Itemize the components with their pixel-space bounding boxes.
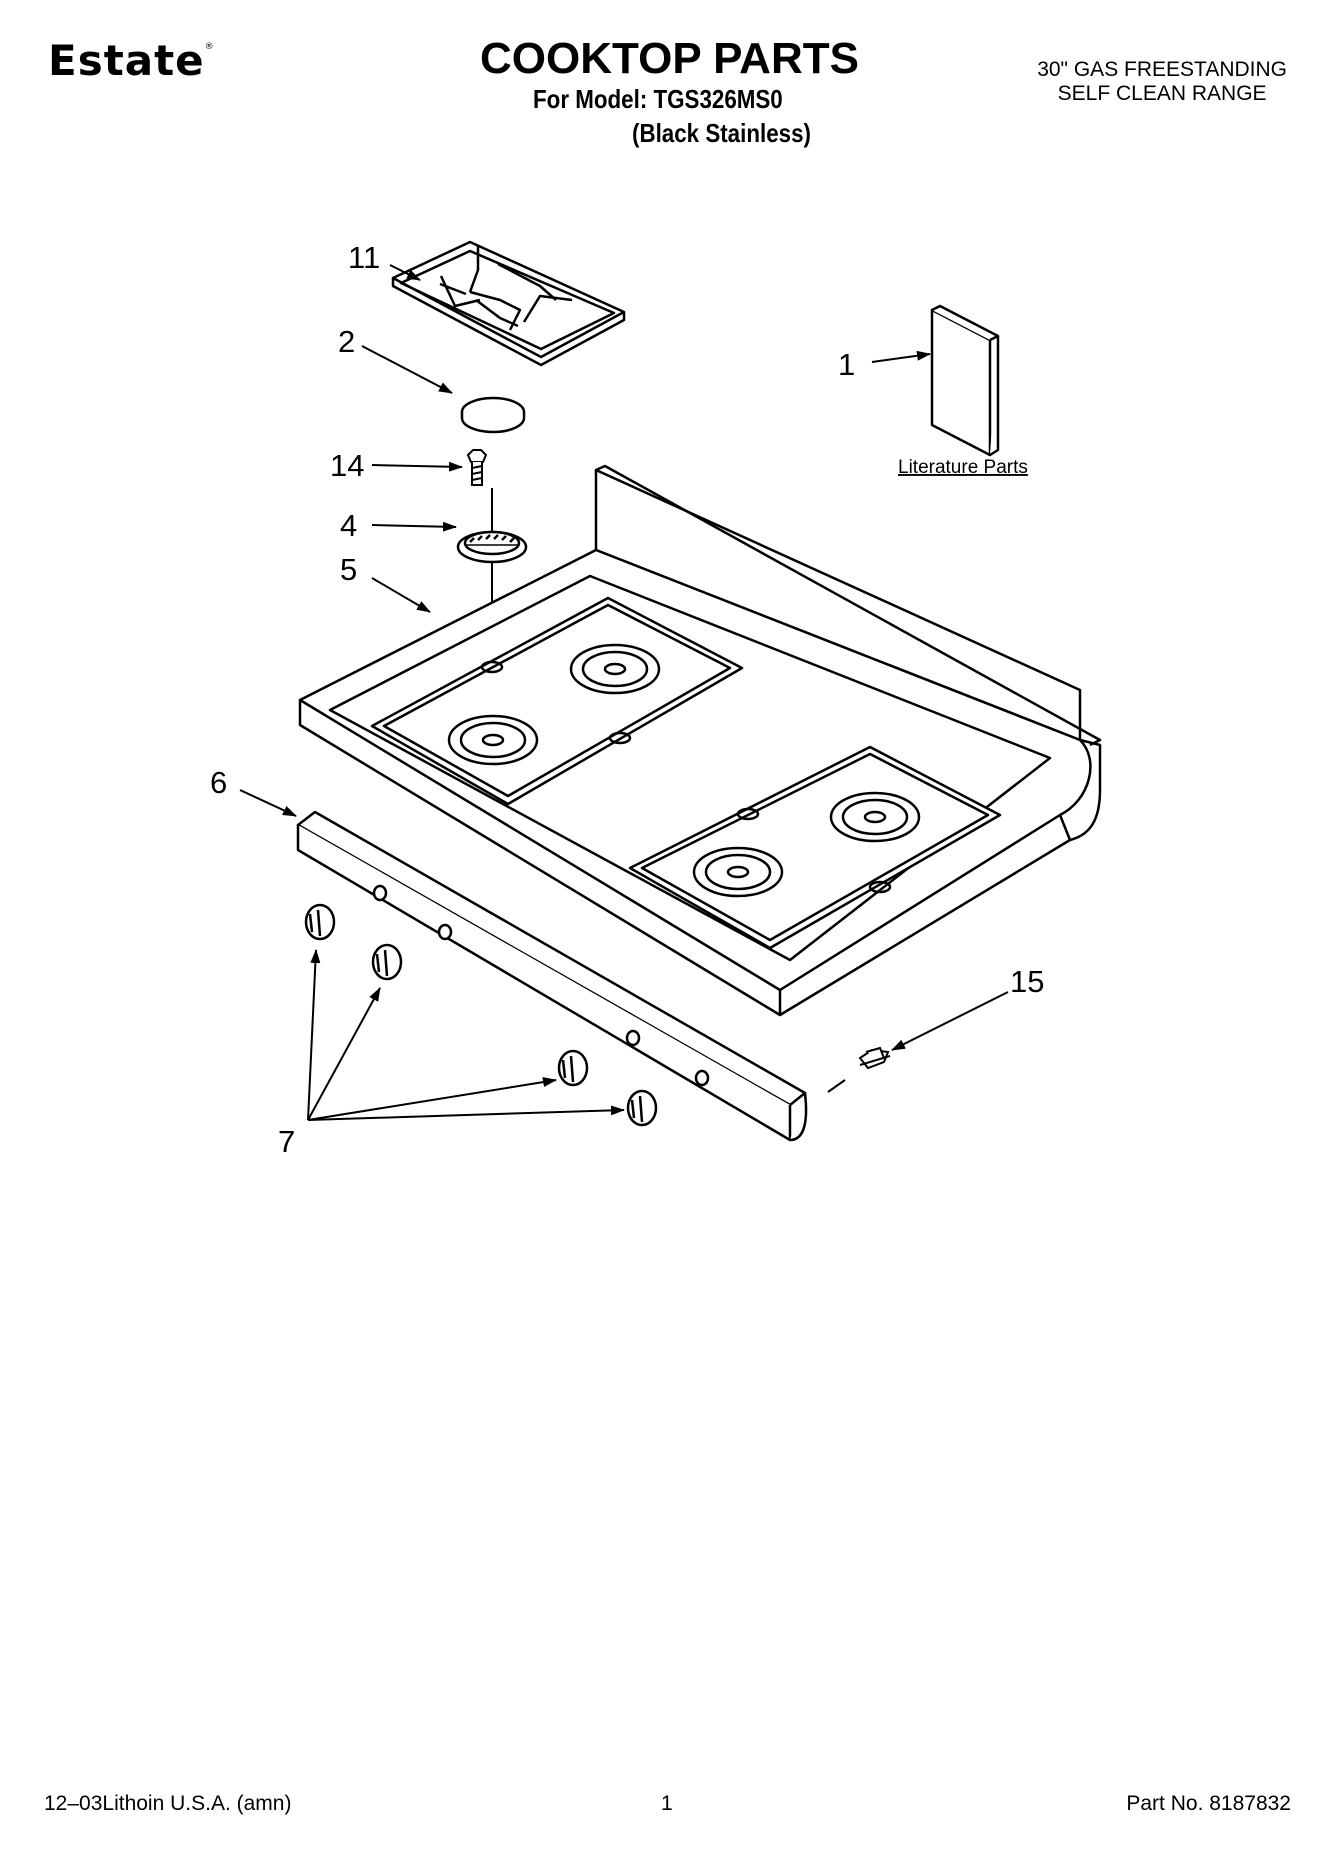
subtitle-line-1: 30" GAS FREESTANDING (1037, 58, 1287, 81)
page-number: 1 (661, 1792, 673, 1815)
brand-name: Estate (48, 36, 205, 85)
callout-grate: 11 (348, 240, 380, 275)
callout-knobs: 7 (278, 1124, 295, 1159)
callout-literature: 1 (838, 347, 855, 382)
callout-cooktop: 5 (340, 552, 357, 587)
brand-logo: Estate® (48, 36, 215, 85)
callout-screw-top: 14 (330, 448, 364, 483)
subtitle-line-2: SELF CLEAN RANGE (1057, 82, 1267, 105)
callout-control-panel: 6 (210, 765, 227, 800)
product-subtitle: 30" GAS FREESTANDING SELF CLEAN RANGE (1037, 58, 1287, 106)
callout-burner-cap: 2 (338, 324, 355, 359)
cooktop-part (298, 464, 1102, 1017)
callout-screw-side: 15 (1010, 964, 1044, 999)
burner-base-part (456, 530, 528, 564)
screw-top-part (466, 449, 488, 486)
grate-part (391, 240, 626, 367)
literature-part (930, 304, 1000, 457)
part-number: Part No. 8187832 (1126, 1792, 1291, 1815)
model-line: For Model: TGS326MS0 (533, 84, 783, 114)
control-panel-part (296, 810, 808, 1142)
knobs-part (304, 903, 658, 1127)
callout-burner-base: 4 (340, 508, 357, 543)
literature-parts-label: Literature Parts (898, 457, 1028, 478)
leader-lines (239, 264, 1009, 1121)
burner-cap-part (460, 396, 526, 434)
variant-line: (Black Stainless) (632, 118, 811, 148)
registered-mark: ® (204, 42, 215, 52)
print-info: 12–03Lithoin U.S.A. (amn) (44, 1792, 292, 1815)
page-title: COOKTOP PARTS (480, 34, 859, 83)
